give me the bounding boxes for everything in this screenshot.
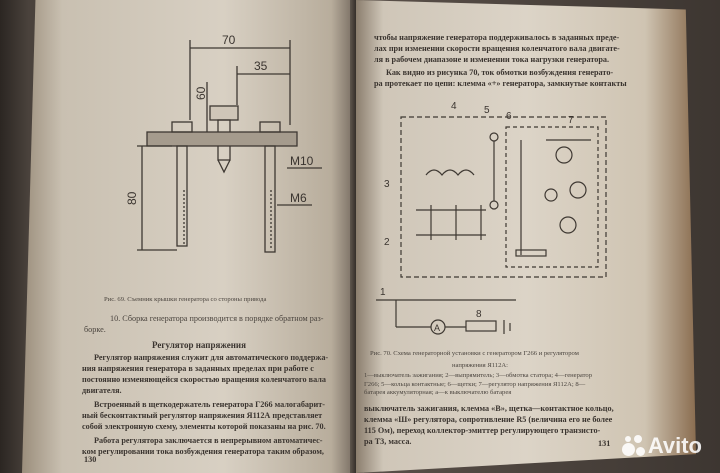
body-line: чтобы напряжение генератора поддерживало…	[374, 33, 620, 42]
diagram-label-3: 3	[384, 179, 390, 190]
assembly-paragraph: 10. Сборка генератора производится в пор…	[110, 314, 324, 323]
figure-70-caption-2: напряжения Я112А:	[452, 362, 508, 369]
body-line: Встроенный в щеткодержатель генератора Г…	[94, 400, 326, 409]
body-line: Как видно из рисунка 70, ток обмотки воз…	[386, 68, 614, 77]
generator-circuit-diagram: 4 5 6 7 3 2 1 8 A	[376, 101, 607, 335]
diagram-label-8: 8	[476, 309, 482, 320]
page-number-left: 130	[84, 455, 97, 464]
diagram-label-6: 6	[506, 111, 512, 122]
left-body-text: Регулятор напряжения служит для автомати…	[82, 352, 328, 457]
body-line: ком регулировании тока возбуждения генер…	[82, 447, 324, 456]
avito-logo-icon	[621, 435, 645, 457]
legend-line: Г266; 5—кольца контактные; 6—щетки; 7—ре…	[364, 380, 586, 388]
body-line: постоянно изменяющейся скоростью вращени…	[82, 375, 326, 384]
body-line: лах при изменении скорости вращения коле…	[374, 44, 620, 53]
body-line: ный бесконтактный регулятор напряжения Я…	[82, 411, 323, 420]
right-top-text: чтобы напряжение генератора поддерживало…	[374, 32, 627, 89]
body-line: ля в рабочем диапазоне и изменении тока …	[374, 55, 610, 64]
body-line: двигателя.	[82, 386, 122, 395]
dim-m10: M10	[290, 154, 314, 168]
diagram-label-7: 7	[568, 115, 574, 126]
diagram-label-5: 5	[484, 105, 490, 116]
legend-line: батарея аккумуляторная; а—к выключателю …	[364, 389, 512, 396]
figure-70-legend: 1—выключатель зажигания; 2—выпрямитель; …	[364, 372, 592, 398]
dim-m6: M6	[290, 191, 307, 205]
ammeter-label: A	[434, 323, 440, 333]
section-heading: Регулятор напряжения	[152, 340, 246, 350]
figure-69-caption: Рис. 69. Съемник крышки генератора со ст…	[104, 296, 267, 303]
diagram-label-2: 2	[384, 237, 390, 248]
diagram-label-1: 1	[380, 287, 386, 298]
body-line: выключатель зажигания, клемма «В», щетка…	[364, 404, 614, 413]
body-line: клемма «Ш» регулятора, сопротивление R5 …	[364, 415, 613, 424]
avito-watermark: Avito	[621, 433, 702, 459]
legend-line: 1—выключатель зажигания; 2—выпрямитель; …	[364, 372, 593, 379]
body-line: ра протекает по цепи: клемма «+» генерат…	[374, 79, 627, 88]
right-bottom-text: выключатель зажигания, клемма «В», щетка…	[364, 403, 614, 447]
figure-70-caption: Рис. 70. Схема генераторной установки с …	[370, 350, 579, 357]
page-number-right: 131	[598, 439, 611, 448]
body-line: Работа регулятора заключается в непрерыв…	[94, 436, 323, 445]
right-page: чтобы напряжение генератора поддерживало…	[356, 0, 696, 473]
dim-60: 60	[194, 86, 208, 100]
body-line: собой электронную схему, элементы которо…	[82, 422, 326, 431]
body-line: ния напряжения генератора в заданных пре…	[82, 364, 314, 373]
avito-wordmark: Avito	[647, 433, 702, 458]
dim-80: 80	[125, 191, 139, 205]
left-page: 70 35 60 80 M10 M6 Рис. 69. Съемник крыш…	[22, 0, 358, 473]
bolt-puller-drawing: 70 35 60 80 M10 M6	[125, 33, 322, 253]
dim-70: 70	[222, 33, 236, 47]
diagram-label-4: 4	[451, 101, 457, 112]
body-line: 115 Ом), переход коллектор-эмиттер регул…	[364, 426, 601, 435]
assembly-paragraph-end: борке.	[84, 325, 106, 334]
dim-35: 35	[254, 59, 268, 73]
body-line: ра Т3, масса.	[364, 437, 412, 446]
body-line: Регулятор напряжения служит для автомати…	[94, 353, 329, 362]
